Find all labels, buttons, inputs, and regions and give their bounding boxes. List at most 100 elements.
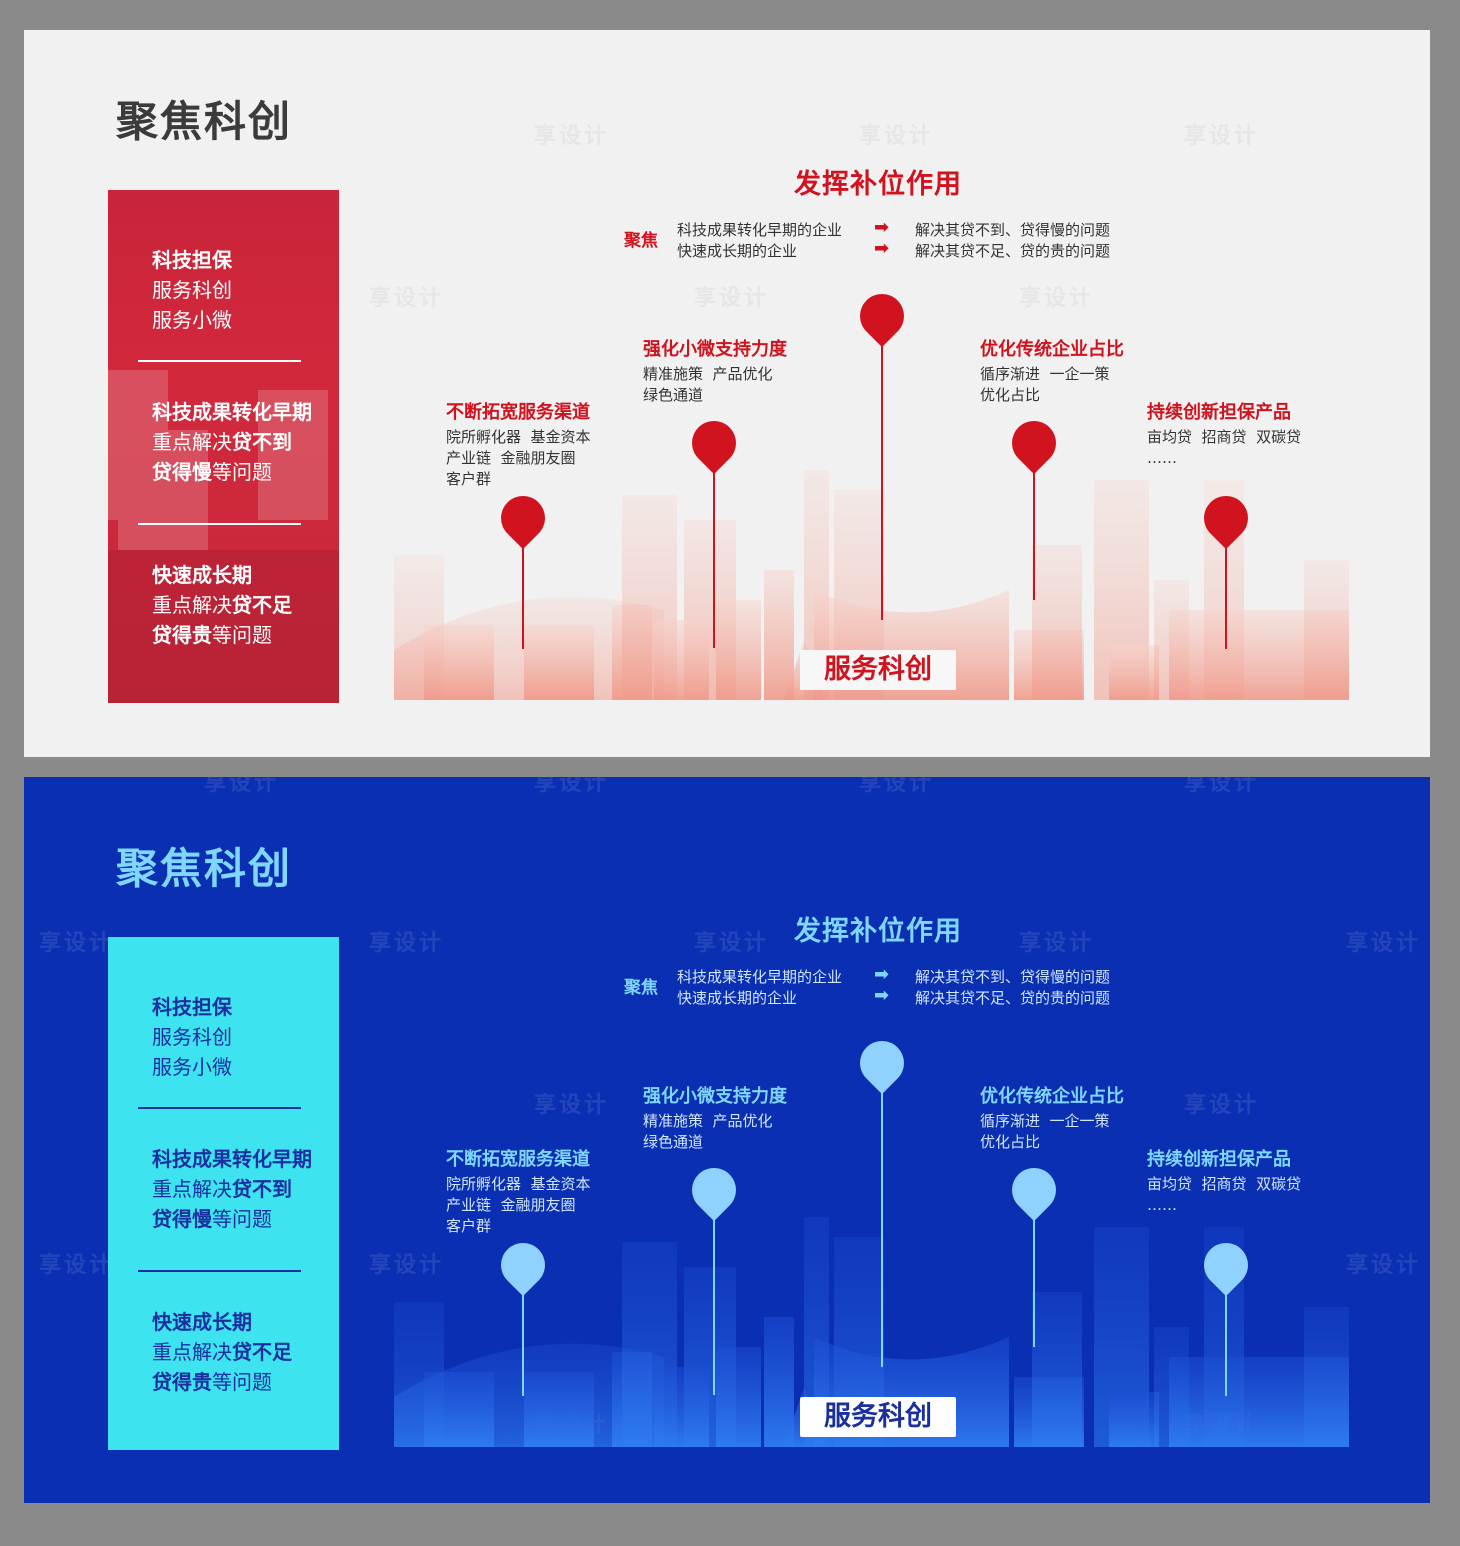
side-text: 贷不足	[232, 593, 292, 617]
pin-line	[713, 1207, 715, 1395]
pin-line	[522, 535, 524, 649]
side-text: 等问题	[212, 1370, 272, 1394]
side-text: 快速成长期	[152, 1310, 252, 1334]
watermark: 享设计	[39, 1253, 115, 1278]
side-text: 贷得慢	[152, 460, 212, 484]
focus-text: 解决其贷不到、贷得慢的问题	[915, 968, 1111, 986]
focus-label: 聚焦	[624, 978, 658, 998]
pin-line	[1225, 535, 1227, 649]
watermark: 享设计	[694, 286, 770, 311]
blue-version-board: 享设计 享设计 享设计 享设计 享设计 享设计 享设计 享设计 享设计 享设计 …	[24, 777, 1430, 1503]
callout-text: 精准施策 产品优化 绿色通道	[643, 365, 773, 404]
side-text: 科技担保	[152, 248, 232, 272]
pin-line	[1225, 1282, 1227, 1396]
side-text: 重点解决	[152, 1340, 232, 1364]
divider	[138, 1270, 301, 1272]
focus-text: 解决其贷不到、贷得慢的问题	[915, 221, 1111, 239]
side-text: 贷得慢	[152, 1207, 212, 1231]
focus-text: 科技成果转化早期的企业	[677, 968, 843, 986]
callout-text: 院所孵化器 基金资本 产业链 金融朋友圈 客户群	[446, 1175, 591, 1235]
divider	[138, 1107, 301, 1109]
watermark: 享设计	[369, 931, 445, 956]
side-text: 科技成果转化早期	[152, 1147, 312, 1171]
side-text: 服务科创	[152, 1025, 232, 1049]
callout-text: 亩均贷 招商贷 双碳贷 ……	[1147, 1175, 1302, 1214]
callout-title: 不断拓宽服务渠道	[446, 1149, 590, 1170]
side-text: 服务小微	[152, 308, 232, 332]
side-text: 贷不到	[232, 430, 292, 454]
watermark: 享设计	[1184, 1093, 1260, 1118]
service-badge: 服务科创	[800, 1397, 956, 1437]
watermark: 享设计	[1019, 931, 1095, 956]
focus-text: 解决其贷不足、贷的贵的问题	[915, 989, 1111, 1007]
side-text: 重点解决	[152, 430, 232, 454]
watermark: 享设计	[859, 124, 935, 149]
focus-text: 科技成果转化早期的企业	[677, 221, 843, 239]
side-text: 等问题	[212, 623, 272, 647]
arrow-right-icon: ➡	[874, 217, 890, 238]
side-text: 等问题	[212, 1207, 272, 1231]
side-panel: 科技担保 服务科创 服务小微 科技成果转化早期 重点解决贷不到 贷得慢等问题 快…	[108, 190, 339, 703]
focus-text: 快速成长期的企业	[677, 242, 798, 260]
side-text: 贷得贵	[152, 623, 212, 647]
side-text: 科技担保	[152, 995, 232, 1019]
side-text: 贷不到	[232, 1177, 292, 1201]
pin-line	[522, 1282, 524, 1396]
map-pin-icon	[850, 1031, 914, 1095]
pin-line	[881, 1077, 883, 1367]
watermark: 享设计	[534, 124, 610, 149]
watermark: 享设计	[1019, 286, 1095, 311]
watermark: 享设计	[1184, 777, 1260, 796]
callout-title: 持续创新担保产品	[1147, 1149, 1291, 1170]
callout-text: 院所孵化器 基金资本 产业链 金融朋友圈 客户群	[446, 428, 591, 488]
divider	[138, 523, 301, 525]
callout-title: 优化传统企业占比	[980, 339, 1124, 360]
watermark: 享设计	[534, 777, 610, 796]
section-heading: 发挥补位作用	[794, 169, 962, 200]
city-photo-background	[108, 370, 339, 703]
watermark: 享设计	[1184, 124, 1260, 149]
side-text: 服务小微	[152, 1055, 232, 1079]
side-text: 贷得贵	[152, 1370, 212, 1394]
callout-title: 优化传统企业占比	[980, 1086, 1124, 1107]
callout-title: 强化小微支持力度	[643, 1086, 787, 1107]
watermark: 享设计	[1346, 931, 1422, 956]
section-heading: 发挥补位作用	[794, 916, 962, 947]
side-text: 科技成果转化早期	[152, 400, 312, 424]
page-title: 聚焦科创	[116, 97, 293, 146]
side-text: 等问题	[212, 460, 272, 484]
page-title: 聚焦科创	[116, 844, 293, 893]
pin-line	[881, 330, 883, 620]
focus-text: 解决其贷不足、贷的贵的问题	[915, 242, 1111, 260]
callout-text: 循序渐进 一企一策 优化占比	[980, 1112, 1110, 1151]
callout-title: 持续创新担保产品	[1147, 402, 1291, 423]
side-text: 重点解决	[152, 1177, 232, 1201]
focus-label: 聚焦	[624, 231, 658, 251]
map-pin-icon	[850, 284, 914, 348]
callout-text: 循序渐进 一企一策 优化占比	[980, 365, 1110, 404]
watermark: 享设计	[204, 777, 280, 796]
callout-text: 亩均贷 招商贷 双碳贷 ……	[1147, 428, 1302, 467]
side-text: 重点解决	[152, 593, 232, 617]
pin-line	[1033, 1207, 1035, 1347]
callout-title: 不断拓宽服务渠道	[446, 402, 590, 423]
watermark: 享设计	[859, 777, 935, 796]
side-text: 服务科创	[152, 278, 232, 302]
watermark: 享设计	[694, 931, 770, 956]
arrow-right-icon: ➡	[874, 964, 890, 985]
pin-line	[1033, 460, 1035, 600]
side-text: 贷不足	[232, 1340, 292, 1364]
callout-title: 强化小微支持力度	[643, 339, 787, 360]
callout-text: 精准施策 产品优化 绿色通道	[643, 1112, 773, 1151]
watermark: 享设计	[369, 286, 445, 311]
side-panel: 科技担保 服务科创 服务小微 科技成果转化早期 重点解决贷不到 贷得慢等问题 快…	[108, 937, 339, 1450]
city-skyline-illustration	[394, 470, 1349, 700]
watermark: 享设计	[534, 1093, 610, 1118]
arrow-right-icon: ➡	[874, 985, 890, 1006]
divider	[138, 360, 301, 362]
pin-line	[713, 460, 715, 648]
service-badge: 服务科创	[800, 650, 956, 690]
arrow-right-icon: ➡	[874, 238, 890, 259]
red-version-board: 享设计 享设计 享设计 享设计 享设计 享设计 聚焦科创 科技担保 服务科创 服…	[24, 30, 1430, 757]
side-text: 快速成长期	[152, 563, 252, 587]
